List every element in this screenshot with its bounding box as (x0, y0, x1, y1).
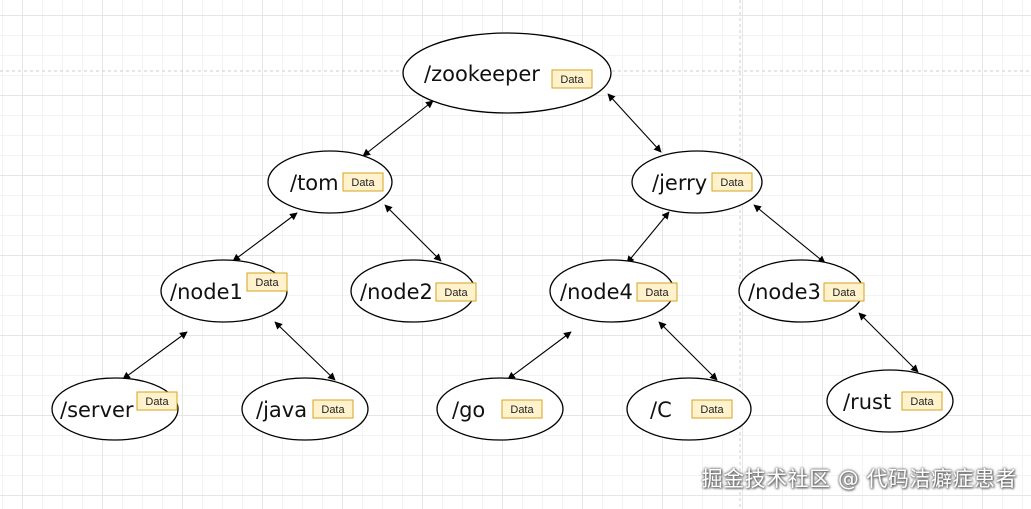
data-tag-java: Data (312, 399, 354, 419)
node-rust: /rust Data (826, 369, 954, 433)
node-label-node2: /node2 (360, 280, 433, 304)
data-tag-label: Data (321, 404, 345, 416)
data-tag-box (551, 69, 593, 89)
edge-node1-to-server (122, 331, 188, 380)
edge-tom-to-node1 (232, 212, 298, 262)
node-server: /server Data (51, 377, 179, 441)
data-tag-node4: Data (636, 282, 678, 302)
edge-jerry-to-node4 (626, 211, 670, 264)
node-go: /go Data (436, 377, 564, 441)
data-tag-box (823, 282, 865, 302)
edge-zookeeper-to-tom (362, 100, 434, 157)
data-tag-label: Data (351, 177, 375, 189)
node-label-node3: /node3 (748, 280, 821, 304)
node-ellipse-c (626, 377, 752, 441)
data-tag-label: Data (720, 177, 744, 189)
data-tag-label: Data (255, 277, 279, 289)
data-tag-box (636, 282, 678, 302)
node-node2: /node2 Data (350, 259, 477, 323)
node-label-zookeeper: /zookeeper (424, 62, 540, 86)
node-label-java: /java (256, 398, 307, 422)
node-tom: /tom Data (267, 150, 393, 214)
node-ellipse-java (241, 377, 369, 441)
data-tag-c: Data (691, 399, 733, 419)
node-label-jerry: /jerry (652, 171, 707, 195)
node-ellipse-go (436, 377, 564, 441)
data-tag-node1: Data (246, 272, 288, 292)
data-tag-node3: Data (823, 282, 865, 302)
node-label-rust: /rust (843, 390, 891, 414)
edge-zookeeper-to-jerry (607, 93, 662, 153)
data-tag-zookeeper: Data (551, 69, 593, 89)
node-node1: /node1 Data (160, 259, 288, 323)
node-node3: /node3 Data (738, 259, 865, 323)
data-tag-box (342, 172, 384, 192)
data-tag-go: Data (501, 399, 543, 419)
node-label-server: /server (60, 398, 134, 422)
data-tag-label: Data (510, 404, 534, 416)
edge-node1-to-java (274, 321, 336, 381)
data-tag-node2: Data (435, 282, 477, 302)
data-tag-box (901, 391, 943, 411)
data-tag-box (501, 399, 543, 419)
node-ellipse-rust (826, 369, 954, 433)
edge-node4-to-go (507, 331, 572, 380)
data-tag-label: Data (145, 396, 169, 408)
edge-jerry-to-node3 (753, 204, 826, 264)
data-tag-box (136, 391, 178, 411)
node-c: /C Data (626, 377, 752, 441)
data-tag-label: Data (910, 396, 934, 408)
edges-layer (122, 93, 919, 381)
node-label-node4: /node4 (560, 280, 633, 304)
data-tag-tom: Data (342, 172, 384, 192)
node-jerry: /jerry Data (631, 150, 763, 214)
node-label-go: /go (452, 398, 485, 422)
data-tag-label: Data (700, 404, 724, 416)
edge-node3-to-rust (858, 312, 919, 373)
data-tag-label: Data (560, 74, 584, 86)
edge-node4-to-c (658, 321, 718, 381)
node-ellipse-tom (267, 150, 393, 214)
data-tag-box (691, 399, 733, 419)
data-tag-box (246, 272, 288, 292)
data-tag-server: Data (136, 391, 178, 411)
data-tag-label: Data (444, 287, 468, 299)
edge-tom-to-node2 (384, 204, 442, 262)
data-tag-label: Data (645, 287, 669, 299)
node-label-tom: /tom (290, 171, 339, 195)
watermark-text: 掘金技术社区 @ 代码洁癖症患者 (701, 467, 1017, 491)
node-ellipse-jerry (631, 150, 763, 214)
node-label-c: /C (650, 398, 672, 422)
node-ellipse-zookeeper (402, 32, 612, 114)
node-label-node1: /node1 (170, 280, 243, 304)
data-tag-rust: Data (901, 391, 943, 411)
data-tag-box (435, 282, 477, 302)
data-tag-box (711, 172, 753, 192)
data-tag-label: Data (832, 287, 856, 299)
data-tag-box (312, 399, 354, 419)
node-java: /java Data (241, 377, 369, 441)
node-node4: /node4 Data (549, 259, 678, 323)
data-tag-jerry: Data (711, 172, 753, 192)
